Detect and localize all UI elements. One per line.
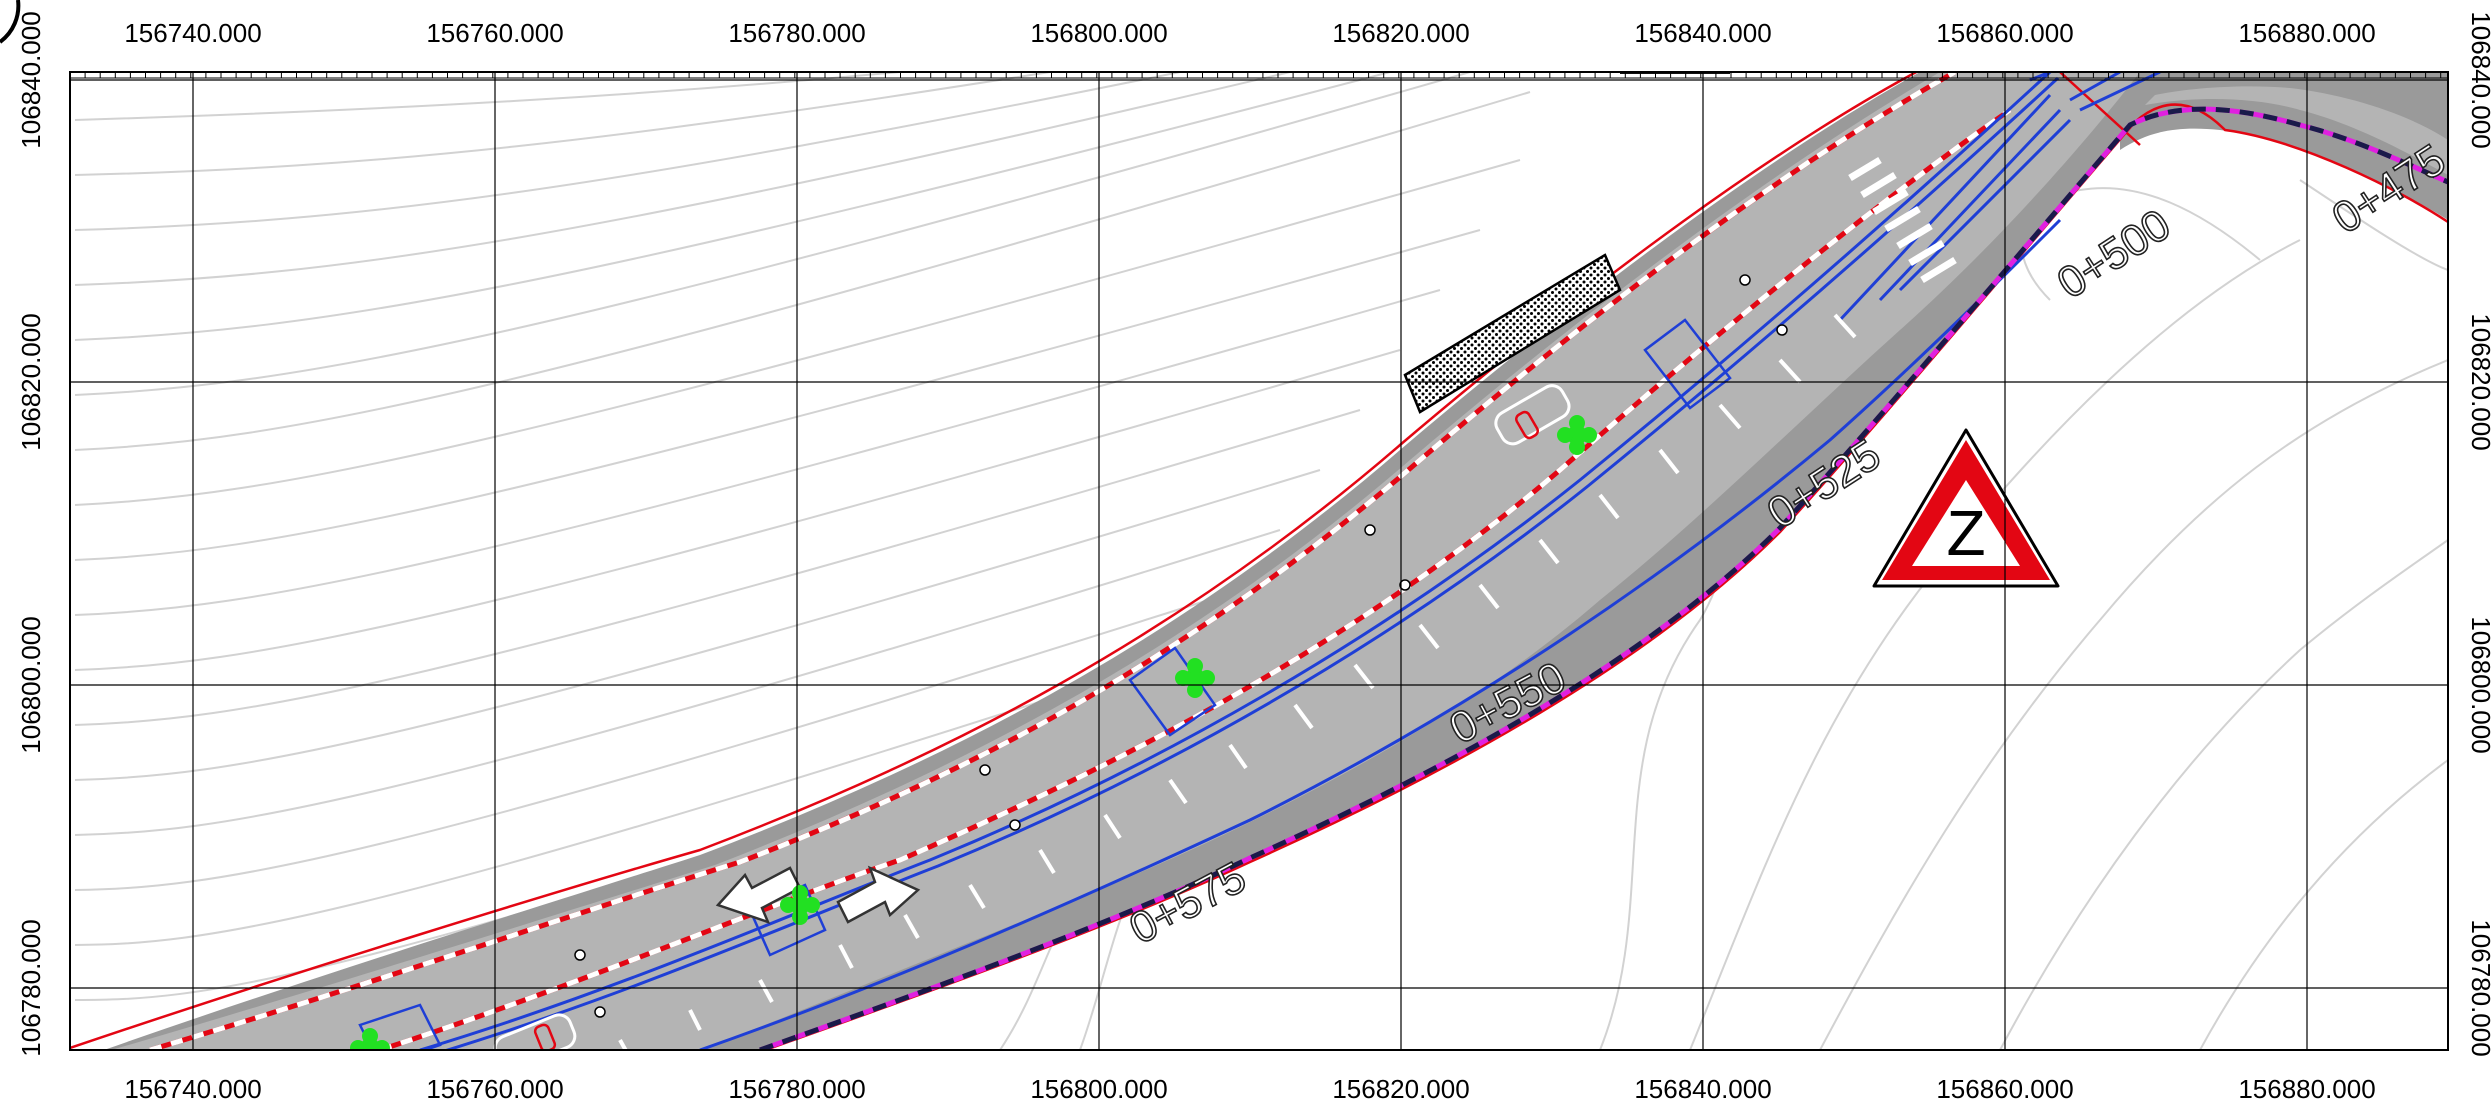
platform-hatch — [1403, 253, 1622, 414]
northing-label: 106820.000 — [2466, 313, 2491, 450]
northing-label: 106840.000 — [16, 11, 46, 148]
northing-label: 106840.000 — [2466, 11, 2491, 148]
street-lights — [574, 274, 1788, 1018]
coordinate-grid — [70, 72, 2448, 1050]
arrow-east-icon — [836, 865, 921, 924]
median-alignment — [419, 72, 2161, 1050]
easting-label: 156840.000 — [1634, 18, 1771, 48]
easting-label: 156740.000 — [124, 18, 261, 48]
road-outer-edges — [70, 72, 2448, 1050]
easting-labels-top: 156740.000 156760.000 156780.000 156800.… — [124, 18, 2375, 48]
road-bay-markers — [618, 313, 1857, 1050]
easting-label: 156820.000 — [1332, 18, 1469, 48]
easting-label: 156740.000 — [124, 1074, 261, 1104]
easting-label: 156880.000 — [2238, 1074, 2375, 1104]
parked-cars — [493, 384, 1571, 1050]
northing-labels-left: 106840.000 106820.000 106800.000 106780.… — [16, 11, 46, 1056]
map-border — [69, 71, 2449, 1051]
northing-labels-right: 106840.000 106820.000 106800.000 106780.… — [2466, 11, 2491, 1056]
warning-sign-letter: Z — [1946, 497, 1985, 569]
easting-label: 156880.000 — [2238, 18, 2375, 48]
northing-label: 106800.000 — [16, 616, 46, 753]
road-inner-edge — [759, 106, 2448, 1050]
easting-label: 156760.000 — [426, 18, 563, 48]
road-surface-east — [2145, 86, 2448, 175]
easting-label: 156820.000 — [1332, 1074, 1469, 1104]
easting-label: 156860.000 — [1936, 18, 2073, 48]
northing-label: 106800.000 — [2466, 616, 2491, 753]
easting-label: 156780.000 — [728, 18, 865, 48]
easting-label: 156780.000 — [728, 1074, 865, 1104]
easting-labels-bottom: 156740.000 156760.000 156780.000 156800.… — [124, 1074, 2375, 1104]
corner-arc — [0, 0, 21, 44]
easting-label: 156760.000 — [426, 1074, 563, 1104]
arrow-west-icon — [715, 866, 802, 925]
northing-label: 106820.000 — [16, 313, 46, 450]
easting-label: 156860.000 — [1936, 1074, 2073, 1104]
northing-label: 106780.000 — [16, 919, 46, 1056]
pedestrian-crossing — [1848, 156, 1957, 283]
trees — [350, 415, 1597, 1050]
easting-label: 156800.000 — [1030, 18, 1167, 48]
easting-label: 156840.000 — [1634, 1074, 1771, 1104]
direction-arrows — [715, 865, 921, 925]
northing-label: 106780.000 — [2466, 919, 2491, 1056]
easting-label: 156800.000 — [1030, 1074, 1167, 1104]
road-surface — [70, 72, 2140, 1050]
border-ticks — [69, 72, 2442, 78]
warning-sign: Z — [1872, 428, 2060, 588]
